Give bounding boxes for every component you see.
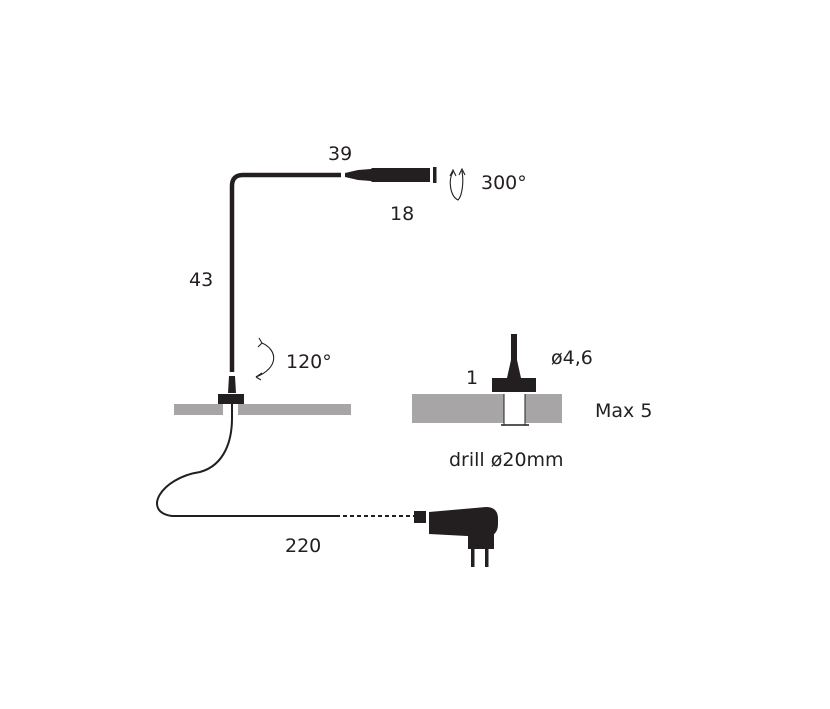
detail-flange <box>492 378 536 392</box>
label-base-rotation: 120° <box>286 351 332 373</box>
power-adapter <box>429 507 498 537</box>
adapter-prong-left <box>471 549 475 567</box>
head-rotation-arrow <box>449 167 466 201</box>
label-cable-length: 220 <box>285 535 321 557</box>
detail-surface-left <box>412 394 504 423</box>
label-stem-diameter: ø4,6 <box>551 347 593 369</box>
base-flange <box>218 394 244 404</box>
adapter-prong-right <box>485 549 489 567</box>
label-head-length: 18 <box>390 203 414 225</box>
label-stem-height: 43 <box>189 269 213 291</box>
label-surface-max: Max 5 <box>595 400 652 422</box>
stem-collar <box>228 376 236 393</box>
lamp-head <box>345 168 430 182</box>
cable-plug <box>414 511 426 523</box>
power-cable <box>156 404 336 517</box>
label-drill-hole: drill ø20mm <box>449 449 564 471</box>
gooseneck-arm <box>229 172 341 372</box>
label-arm-length: 39 <box>328 143 352 165</box>
detail-stem <box>511 334 517 360</box>
label-flange-thickness: 1 <box>466 367 478 389</box>
base-rotation-arrow <box>255 337 275 381</box>
adapter-neck <box>468 534 494 549</box>
lamp-head-lens <box>433 167 437 183</box>
detail-surface-right <box>525 394 562 423</box>
mounting-surface-right <box>238 404 351 415</box>
mounting-surface-left <box>174 404 223 415</box>
label-head-rotation: 300° <box>481 172 527 194</box>
detail-stem-collar <box>507 360 521 378</box>
